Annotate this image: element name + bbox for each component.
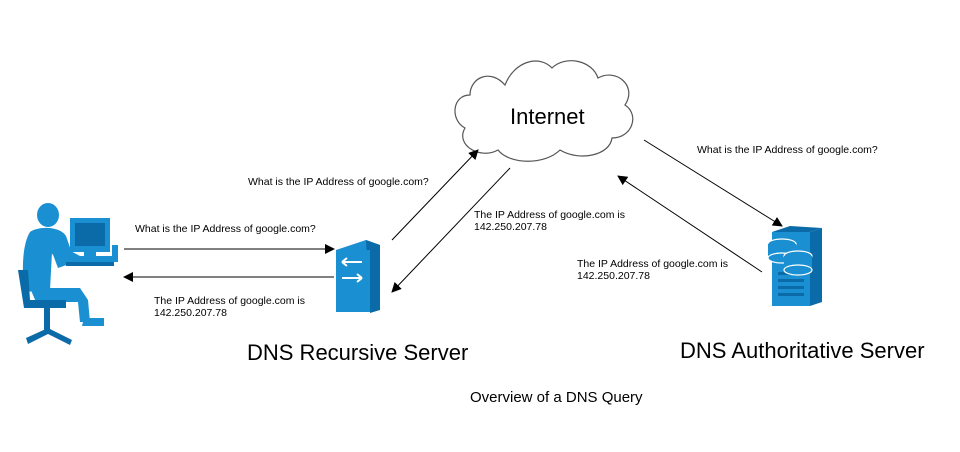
msg-recursive-to-client: The IP Address of google.com is 142.250.… [154,295,305,319]
arrow-internet-to-recursive [391,167,511,293]
msg-line-2: 142.250.207.78 [474,221,547,233]
arrow-recursive-to-internet [391,149,479,241]
arrow-internet-to-authoritative [643,139,783,227]
authoritative-server-label: DNS Authoritative Server [680,338,925,363]
arrow-authoritative-to-internet [617,175,763,273]
msg-line-2: 142.250.207.78 [577,270,650,282]
msg-line-1: The IP Address of google.com is [474,209,625,221]
msg-internet-to-recursive: The IP Address of google.com is 142.250.… [474,209,625,233]
recursive-server-label: DNS Recursive Server [247,340,469,365]
msg-line-1: The IP Address of google.com is [154,295,305,307]
recursive-server-icon [336,240,380,313]
msg-internet-to-authoritative: What is the IP Address of google.com? [697,144,878,156]
msg-authoritative-to-internet: The IP Address of google.com is 142.250.… [577,258,728,282]
authoritative-server-icon [767,226,822,306]
diagram-caption: Overview of a DNS Query [470,389,643,406]
msg-line-1: The IP Address of google.com is [577,258,728,270]
msg-recursive-to-internet: What is the IP Address of google.com? [248,176,429,188]
internet-cloud-icon [454,60,634,162]
msg-line-2: 142.250.207.78 [154,307,227,319]
msg-client-to-recursive: What is the IP Address of google.com? [135,223,316,235]
internet-label: Internet [510,104,585,129]
user-at-computer-icon [18,203,118,345]
